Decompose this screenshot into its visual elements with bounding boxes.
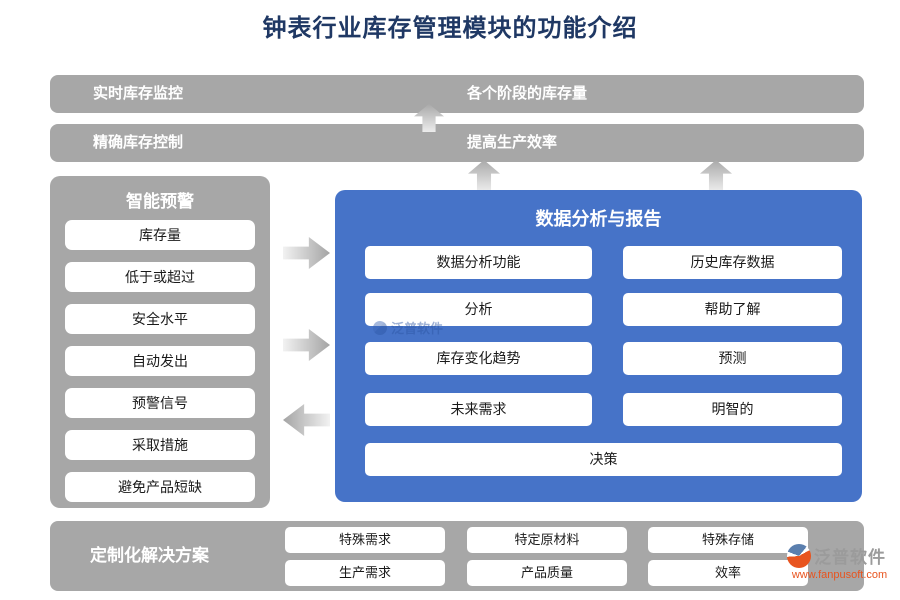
- bar-precise-control: 精确库存控制 提高生产效率: [50, 124, 864, 162]
- sidebar-item-below-or-above: 低于或超过: [65, 262, 255, 292]
- bottom-item-product-quality: 产品质量: [467, 560, 627, 586]
- panel-item-decision: 决策: [365, 443, 842, 476]
- panel-item-analysis-function: 数据分析功能: [365, 246, 592, 279]
- sidebar-item-auto-send: 自动发出: [65, 346, 255, 376]
- panel-item-future-demand: 未来需求: [365, 393, 592, 426]
- bar2-left-label: 精确库存控制: [93, 134, 184, 151]
- fanpu-logo-icon: [787, 543, 811, 568]
- bottom-item-efficiency: 效率: [648, 560, 808, 586]
- bottom-item-production-needs: 生产需求: [285, 560, 445, 586]
- sidebar-item-inventory-qty: 库存量: [65, 220, 255, 250]
- sidebar-smart-warning: 智能预警 库存量 低于或超过 安全水平 自动发出 预警信号 采取措施 避免产品短…: [50, 176, 270, 508]
- arrow-up-icon: [700, 160, 732, 191]
- bar-customized-solutions: 定制化解决方案 特殊需求 特定原材料 特殊存储 生产需求 产品质量 效率: [50, 521, 864, 591]
- sidebar-item-take-measures: 采取措施: [65, 430, 255, 460]
- bar-realtime-monitoring: 实时库存监控 各个阶段的库存量: [50, 75, 864, 113]
- vendor-logo: 泛普软件 www.fanpusoft.com: [787, 543, 892, 581]
- vendor-name: 泛普软件: [814, 548, 886, 567]
- sidebar-item-avoid-shortage: 避免产品短缺: [65, 472, 255, 502]
- arrow-right-icon: [283, 237, 330, 269]
- page-title: 钟表行业库存管理模块的功能介绍: [262, 16, 638, 42]
- bar2-center-label: 提高生产效率: [467, 134, 558, 151]
- panel-data-analysis: 数据分析与报告 泛普软件 数据分析功能 历史库存数据 分析 帮助了解 库存变化趋…: [335, 190, 862, 502]
- panel-title: 数据分析与报告: [535, 209, 662, 229]
- sidebar-title: 智能预警: [126, 192, 194, 211]
- panel-item-help-understand: 帮助了解: [623, 293, 842, 326]
- sidebar-item-safety-level: 安全水平: [65, 304, 255, 334]
- bottom-item-special-needs: 特殊需求: [285, 527, 445, 553]
- vendor-url: www.fanpusoft.com: [791, 569, 888, 581]
- bottom-item-specific-materials: 特定原材料: [467, 527, 627, 553]
- bottom-bar-title: 定制化解决方案: [90, 546, 209, 565]
- panel-item-inventory-trend: 库存变化趋势: [365, 342, 592, 375]
- arrow-right-icon: [283, 329, 330, 361]
- sidebar-item-warning-signal: 预警信号: [65, 388, 255, 418]
- panel-item-analyze: 分析: [365, 293, 592, 326]
- panel-item-wise: 明智的: [623, 393, 842, 426]
- panel-item-forecast: 预测: [623, 342, 842, 375]
- arrow-left-icon: [283, 404, 330, 436]
- bar1-left-label: 实时库存监控: [93, 85, 184, 102]
- panel-item-history-data: 历史库存数据: [623, 246, 842, 279]
- arrow-up-icon: [468, 160, 500, 191]
- bottom-item-special-storage: 特殊存储: [648, 527, 808, 553]
- bar1-center-label: 各个阶段的库存量: [467, 85, 588, 102]
